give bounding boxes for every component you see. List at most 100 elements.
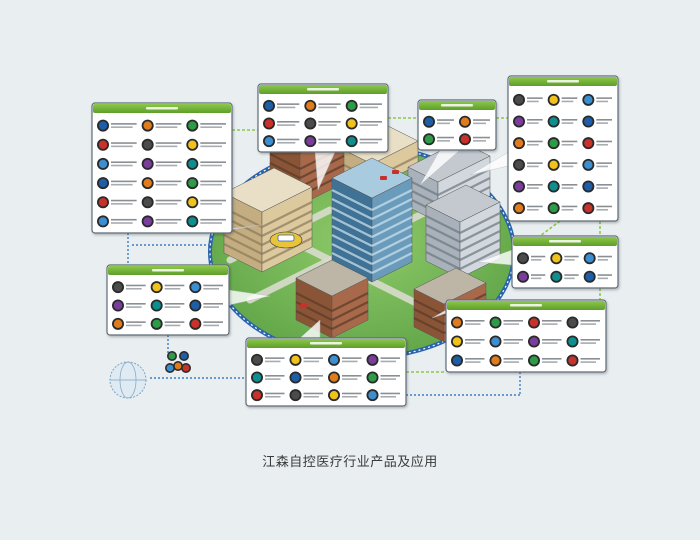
item-label-line [164,321,185,323]
window-row [295,310,333,330]
window-row [413,308,445,325]
window-row [425,242,461,261]
item-label-line [200,180,226,183]
item-label-line [527,208,539,211]
panel-title-mark [152,269,184,272]
item-label-line [380,392,400,395]
item-label-line [277,121,300,123]
item-label-line [303,395,319,398]
product-icon [263,117,275,130]
panel-inpatient [445,299,607,373]
item-label-line [596,184,612,186]
icon-center [518,254,528,263]
window-row [331,252,373,274]
item-label-line [200,218,226,221]
product-icon [112,299,124,312]
item-label-line [473,122,486,125]
icon-center [514,117,524,126]
item-label-line [465,320,485,322]
helicopter [277,234,295,242]
product-icon [112,317,124,330]
item-label-line [503,342,519,344]
product-icon [189,317,202,330]
item-label-line [318,103,341,105]
product-icon [189,281,202,294]
product-icon [451,316,463,329]
item-label-line [527,97,543,99]
item-label-line [596,143,608,146]
product-icon [141,177,154,190]
product-icon [97,119,109,132]
item-label-line [277,138,300,141]
icon-center [368,390,377,400]
window-row [223,234,263,255]
item-label-line [359,138,382,141]
panel-equipment [245,337,407,407]
product-icon [263,135,275,148]
item-label-line [503,361,519,363]
icon-center [452,318,462,327]
product-icon [489,316,502,329]
icon-center [549,182,558,191]
window-row [371,234,413,256]
icon-center [188,217,197,226]
icon-center [491,356,500,365]
icon-center [584,138,593,148]
item-label-line [527,143,539,146]
icon-center [188,198,197,207]
panel-title-mark [441,104,473,107]
icon-center [306,101,315,111]
product-icon [582,202,595,215]
icon-center [152,301,161,310]
item-label-line [359,124,378,126]
item-label-line [561,165,574,168]
icon-center [152,319,161,329]
window-row [371,225,413,247]
product-icon [186,157,199,170]
item-label-line [564,277,575,280]
item-label-line [111,126,133,128]
item-label-line [155,180,182,183]
product-icon [517,270,529,283]
product-icon [513,137,525,150]
panel-frame [245,337,407,407]
car [392,170,399,174]
item-label-line [277,124,296,126]
product-icon [566,316,579,329]
item-label-line [380,357,400,359]
product-icon [345,117,358,130]
item-label-line [561,162,578,164]
item-label-line [561,140,578,143]
window-row [261,210,313,237]
item-label-line [437,140,450,142]
item-label-line [564,259,575,261]
item-label-line [380,378,396,380]
icon-center [568,337,577,346]
item-label-line [303,360,319,363]
window-row [331,301,369,321]
product-icon [513,115,525,128]
icon-center [143,217,152,226]
item-label-line [359,141,378,144]
window-row [425,215,461,234]
product-icon [186,119,199,132]
item-label-line [126,284,146,287]
icon-center [460,117,470,126]
item-label-line [580,358,600,360]
icon-center [188,178,197,188]
product-icon [547,93,560,106]
item-label-line [437,119,454,121]
icon-center [549,117,558,126]
item-label-line [542,361,558,363]
window-row [371,207,413,229]
panel-parking [106,264,230,336]
panel-title-mark [146,107,178,110]
item-label-line [126,324,142,327]
item-label-line [561,143,574,146]
icon-center [424,135,434,144]
icon-center [491,318,500,327]
network-node-center [180,352,188,360]
item-label-line [155,183,178,186]
product-icon [304,117,317,130]
item-label-line [342,357,362,359]
